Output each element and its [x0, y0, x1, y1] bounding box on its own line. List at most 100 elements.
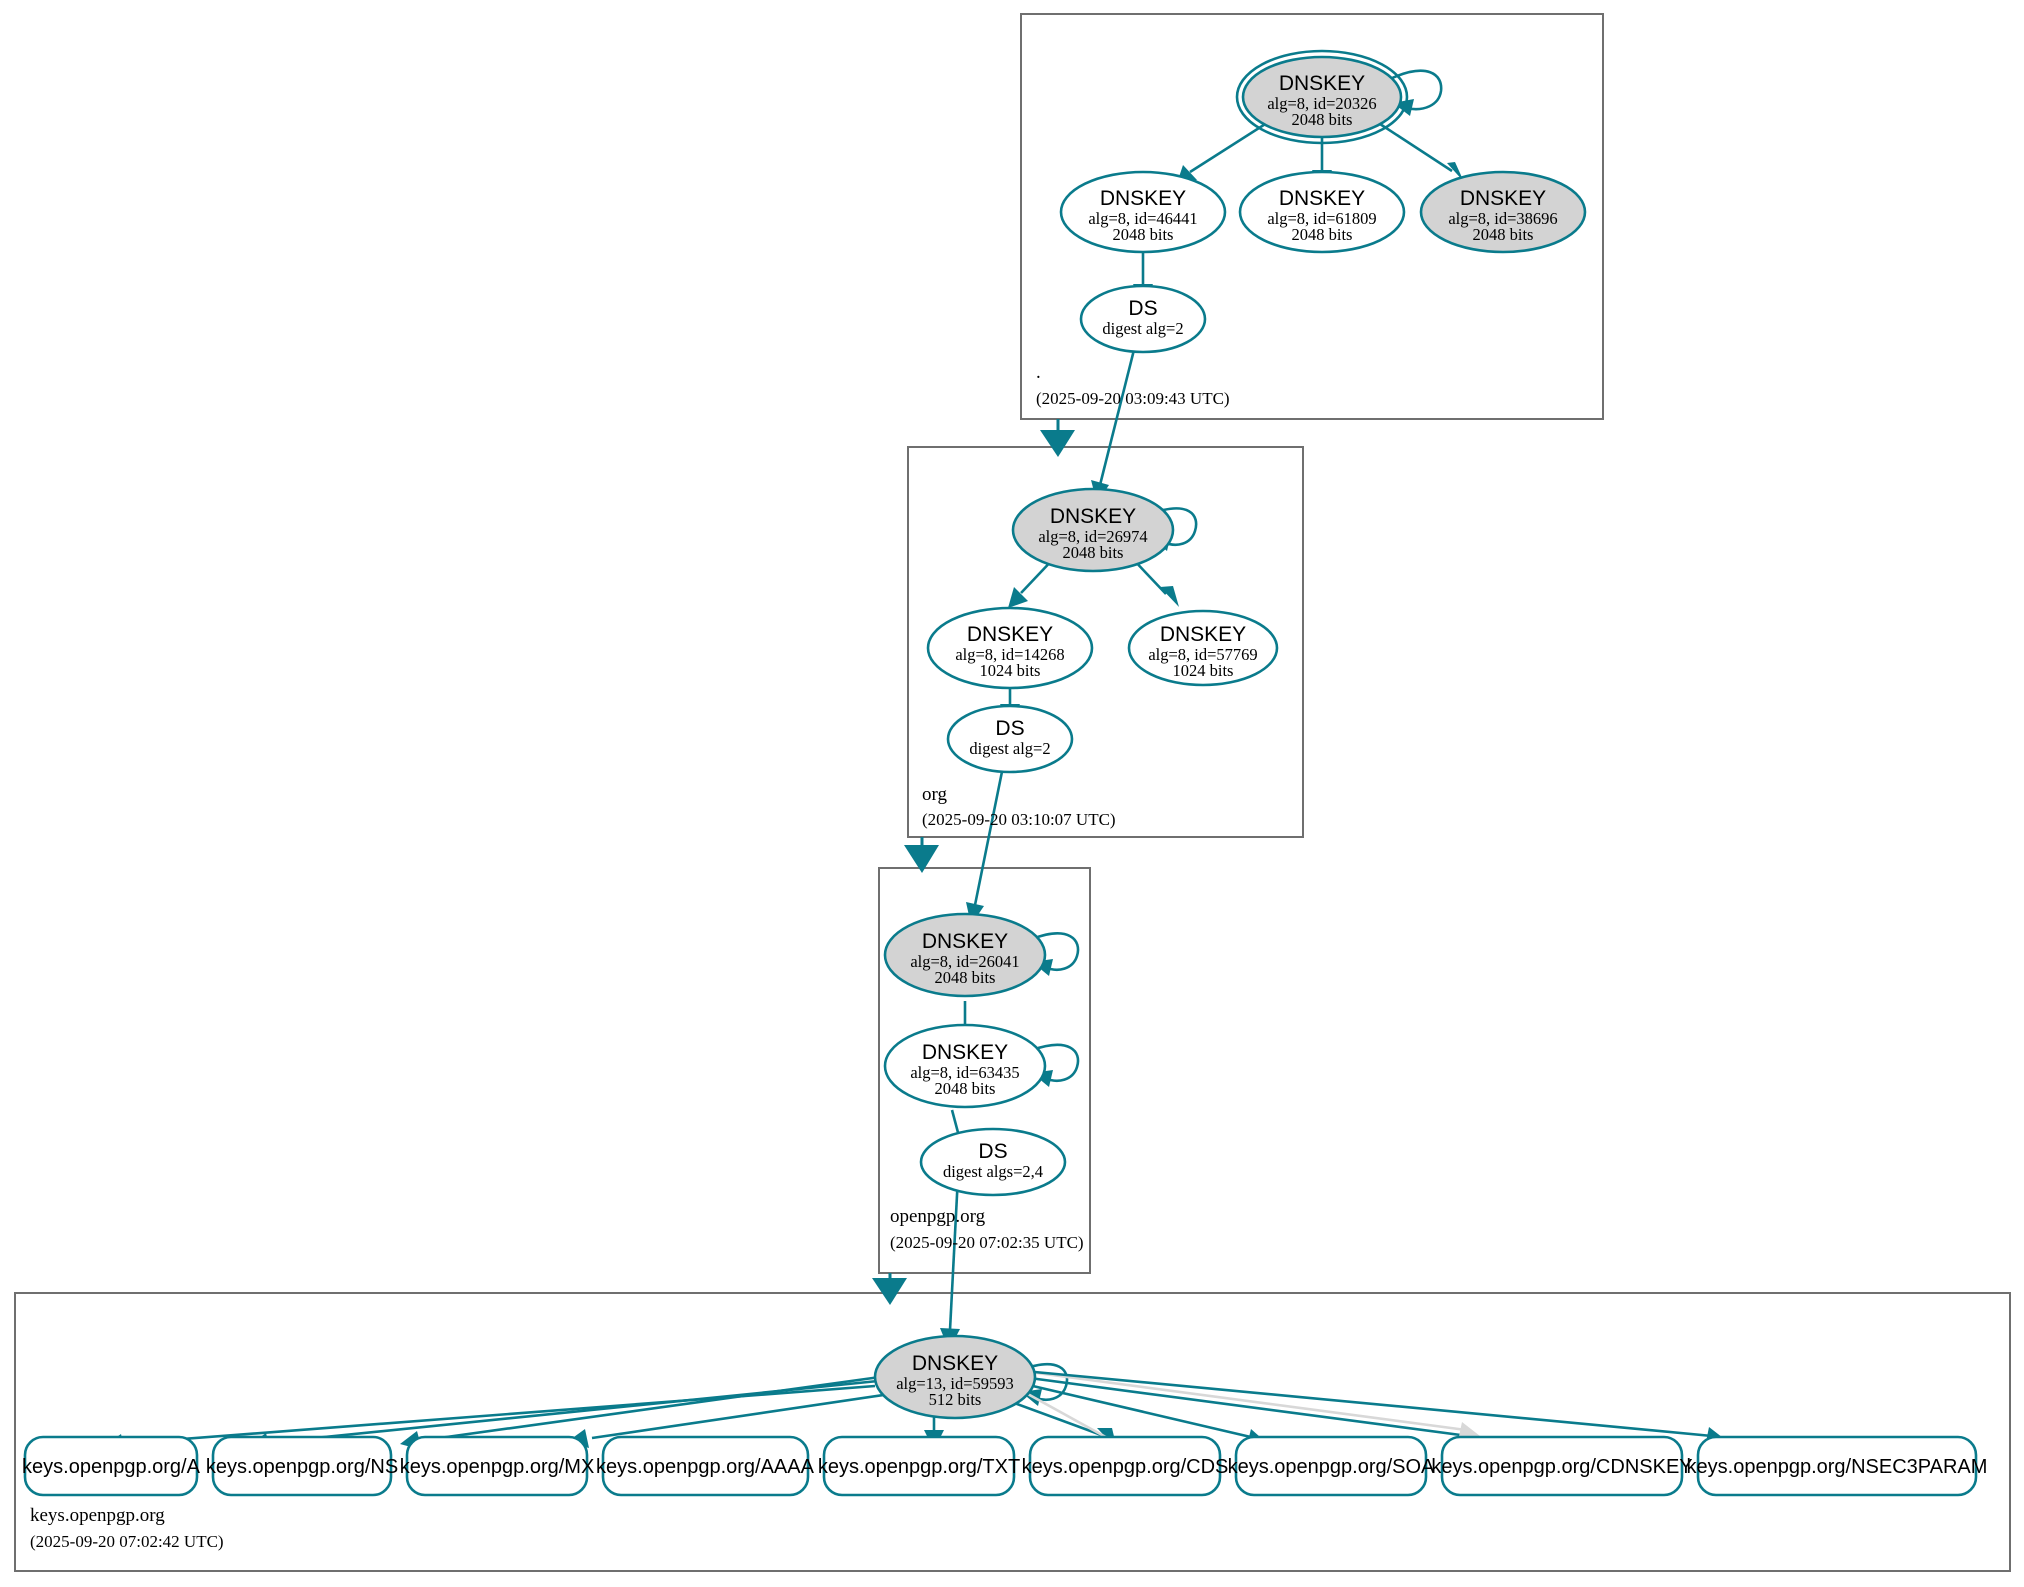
node-root-dnskey-61809[interactable]: DNSKEY alg=8, id=61809 2048 bits	[1238, 170, 1406, 254]
record-node-ns[interactable]: keys.openpgp.org/NS	[206, 1435, 398, 1497]
record-node-mx[interactable]: keys.openpgp.org/MX	[400, 1435, 595, 1497]
node-root-38696-type: DNSKEY	[1460, 187, 1546, 210]
node-root-ds-type: DS	[1128, 297, 1157, 320]
node-org-dnskey-14268[interactable]: DNSKEY alg=8, id=14268 1024 bits	[926, 606, 1094, 690]
node-keys-key-size: 512 bits	[929, 1390, 982, 1409]
node-root-dnskey-46441[interactable]: DNSKEY alg=8, id=46441 2048 bits	[1059, 170, 1227, 254]
node-keys-dnskey-59593[interactable]: DNSKEY alg=13, id=59593 512 bits	[873, 1334, 1037, 1420]
edge-key-to-cds	[1005, 1398, 1105, 1438]
node-root-46441-size: 2048 bits	[1113, 225, 1174, 244]
node-org-ksk-ellipse	[1011, 487, 1175, 573]
zone-label-org-timestamp: (2025-09-20 03:10:07 UTC)	[922, 810, 1116, 829]
node-org-14268-params: alg=8, id=14268	[955, 645, 1064, 664]
record-node-txt[interactable]: keys.openpgp.org/TXT	[818, 1435, 1020, 1497]
node-openpgp-ds-ellipse	[919, 1127, 1067, 1197]
arrowhead-root-to-org-delegation	[1040, 430, 1075, 457]
node-org-57769-ellipse	[1127, 609, 1279, 687]
record-box-soa	[1234, 1435, 1428, 1497]
zone-label-openpgp-timestamp: (2025-09-20 07:02:35 UTC)	[890, 1233, 1084, 1252]
node-root-dnskey-38696[interactable]: DNSKEY alg=8, id=38696 2048 bits	[1419, 170, 1587, 254]
record-node-nsec3param[interactable]: keys.openpgp.org/NSEC3PARAM	[1687, 1435, 1988, 1497]
node-keys-key-params: alg=13, id=59593	[896, 1374, 1014, 1393]
node-root-ds-params: digest alg=2	[1102, 319, 1183, 338]
node-org-57769-type: DNSKEY	[1160, 623, 1246, 646]
node-openpgp-zsk-params: alg=8, id=63435	[910, 1063, 1019, 1082]
node-openpgp-ksk-params: alg=8, id=26041	[910, 952, 1019, 971]
node-org-57769-size: 1024 bits	[1173, 661, 1234, 680]
node-root-ksk-type: DNSKEY	[1279, 72, 1365, 95]
node-openpgp-ksk-26041[interactable]: DNSKEY alg=8, id=26041 2048 bits	[883, 912, 1047, 998]
node-org-ds[interactable]: DS digest alg=2	[946, 704, 1074, 774]
record-label-txt: keys.openpgp.org/TXT	[818, 1456, 1020, 1478]
record-box-cds	[1028, 1435, 1222, 1497]
edge-keys-key-selfsign	[1020, 1363, 1069, 1401]
node-openpgp-ds-type: DS	[978, 1140, 1007, 1163]
node-root-ds[interactable]: DS digest alg=2	[1079, 284, 1207, 354]
edge-openpgp-ksk-selfsign	[1031, 932, 1080, 971]
node-org-ksk-params: alg=8, id=26974	[1038, 527, 1147, 546]
zone-label-root-timestamp: (2025-09-20 03:09:43 UTC)	[1036, 389, 1230, 408]
record-label-cdnskey: keys.openpgp.org/CDNSKEY	[1431, 1456, 1692, 1478]
record-label-mx: keys.openpgp.org/MX	[400, 1456, 595, 1478]
edge-key-to-cdnskey	[1021, 1375, 1469, 1438]
arrowhead-org-14268	[1008, 587, 1028, 608]
node-root-38696-ellipse	[1419, 170, 1587, 254]
node-org-ds-type: DS	[995, 717, 1024, 740]
record-box-a	[23, 1435, 199, 1497]
record-label-ns: keys.openpgp.org/NS	[206, 1456, 398, 1478]
record-box-nsec3param	[1696, 1435, 1978, 1497]
node-root-38696-params: alg=8, id=38696	[1448, 209, 1557, 228]
record-node-a[interactable]: keys.openpgp.org/A	[22, 1435, 201, 1497]
node-root-ksk-ellipse	[1241, 55, 1403, 139]
node-org-ksk-26974[interactable]: DNSKEY alg=8, id=26974 2048 bits	[1011, 487, 1175, 573]
node-org-14268-type: DNSKEY	[967, 623, 1053, 646]
zone-label-openpgp-name: openpgp.org	[890, 1206, 986, 1227]
edge-key-to-mx	[424, 1375, 881, 1442]
zone-label-keys-name: keys.openpgp.org	[30, 1505, 165, 1526]
node-openpgp-ksk-ellipse	[883, 912, 1047, 998]
node-keys-key-type: DNSKEY	[912, 1352, 998, 1375]
edge-openpgp-ds-to-keys-key	[948, 1175, 960, 1331]
node-org-14268-size: 1024 bits	[980, 661, 1041, 680]
node-org-57769-params: alg=8, id=57769	[1148, 645, 1257, 664]
node-root-61809-params: alg=8, id=61809	[1267, 209, 1376, 228]
node-root-61809-type: DNSKEY	[1279, 187, 1365, 210]
record-box-aaaa	[601, 1435, 810, 1497]
node-org-ksk-type: DNSKEY	[1050, 505, 1136, 528]
zone-label-org-name: org	[922, 784, 947, 805]
record-label-cds: keys.openpgp.org/CDS	[1022, 1456, 1229, 1478]
node-org-dnskey-57769[interactable]: DNSKEY alg=8, id=57769 1024 bits	[1127, 609, 1279, 687]
record-box-ns	[211, 1435, 393, 1497]
record-label-a: keys.openpgp.org/A	[22, 1456, 201, 1478]
node-openpgp-ksk-type: DNSKEY	[922, 930, 1008, 953]
record-node-cds[interactable]: keys.openpgp.org/CDS	[1022, 1435, 1229, 1497]
node-org-14268-ellipse	[926, 606, 1094, 690]
arrowhead-org-to-openpgp-delegation	[904, 845, 939, 873]
node-openpgp-zsk-ellipse	[883, 1023, 1047, 1109]
node-openpgp-zsk-type: DNSKEY	[922, 1041, 1008, 1064]
node-org-ds-ellipse	[946, 704, 1074, 774]
node-root-46441-type: DNSKEY	[1100, 187, 1186, 210]
record-node-aaaa[interactable]: keys.openpgp.org/AAAA	[596, 1435, 815, 1497]
edge-cdnskey-gray	[1021, 1369, 1467, 1432]
node-root-46441-ellipse	[1059, 170, 1227, 254]
edge-openpgp-zsk-selfsign	[1031, 1043, 1080, 1082]
node-keys-key-ellipse	[873, 1334, 1037, 1420]
node-root-ksk-20326[interactable]: DNSKEY alg=8, id=20326 2048 bits	[1235, 49, 1409, 145]
node-root-ksk-params: alg=8, id=20326	[1267, 94, 1376, 113]
node-openpgp-ds[interactable]: DS digest algs=2,4	[919, 1127, 1067, 1197]
edge-root-ksk-to-46441	[1189, 119, 1271, 174]
record-label-soa: keys.openpgp.org/SOA	[1228, 1456, 1435, 1478]
node-openpgp-zsk-63435[interactable]: DNSKEY alg=8, id=63435 2048 bits	[883, 1023, 1047, 1109]
edge-root-ksk-selfsign	[1389, 69, 1443, 111]
record-node-soa[interactable]: keys.openpgp.org/SOA	[1228, 1435, 1435, 1497]
record-node-cdnskey[interactable]: keys.openpgp.org/CDNSKEY	[1431, 1435, 1693, 1497]
node-org-ds-params: digest alg=2	[969, 739, 1050, 758]
node-openpgp-ds-params: digest algs=2,4	[943, 1162, 1043, 1181]
node-root-ds-ellipse	[1079, 284, 1207, 354]
node-root-38696-size: 2048 bits	[1473, 225, 1534, 244]
edge-key-to-soa	[1019, 1381, 1256, 1440]
edge-key-to-aaaa	[591, 1392, 891, 1440]
